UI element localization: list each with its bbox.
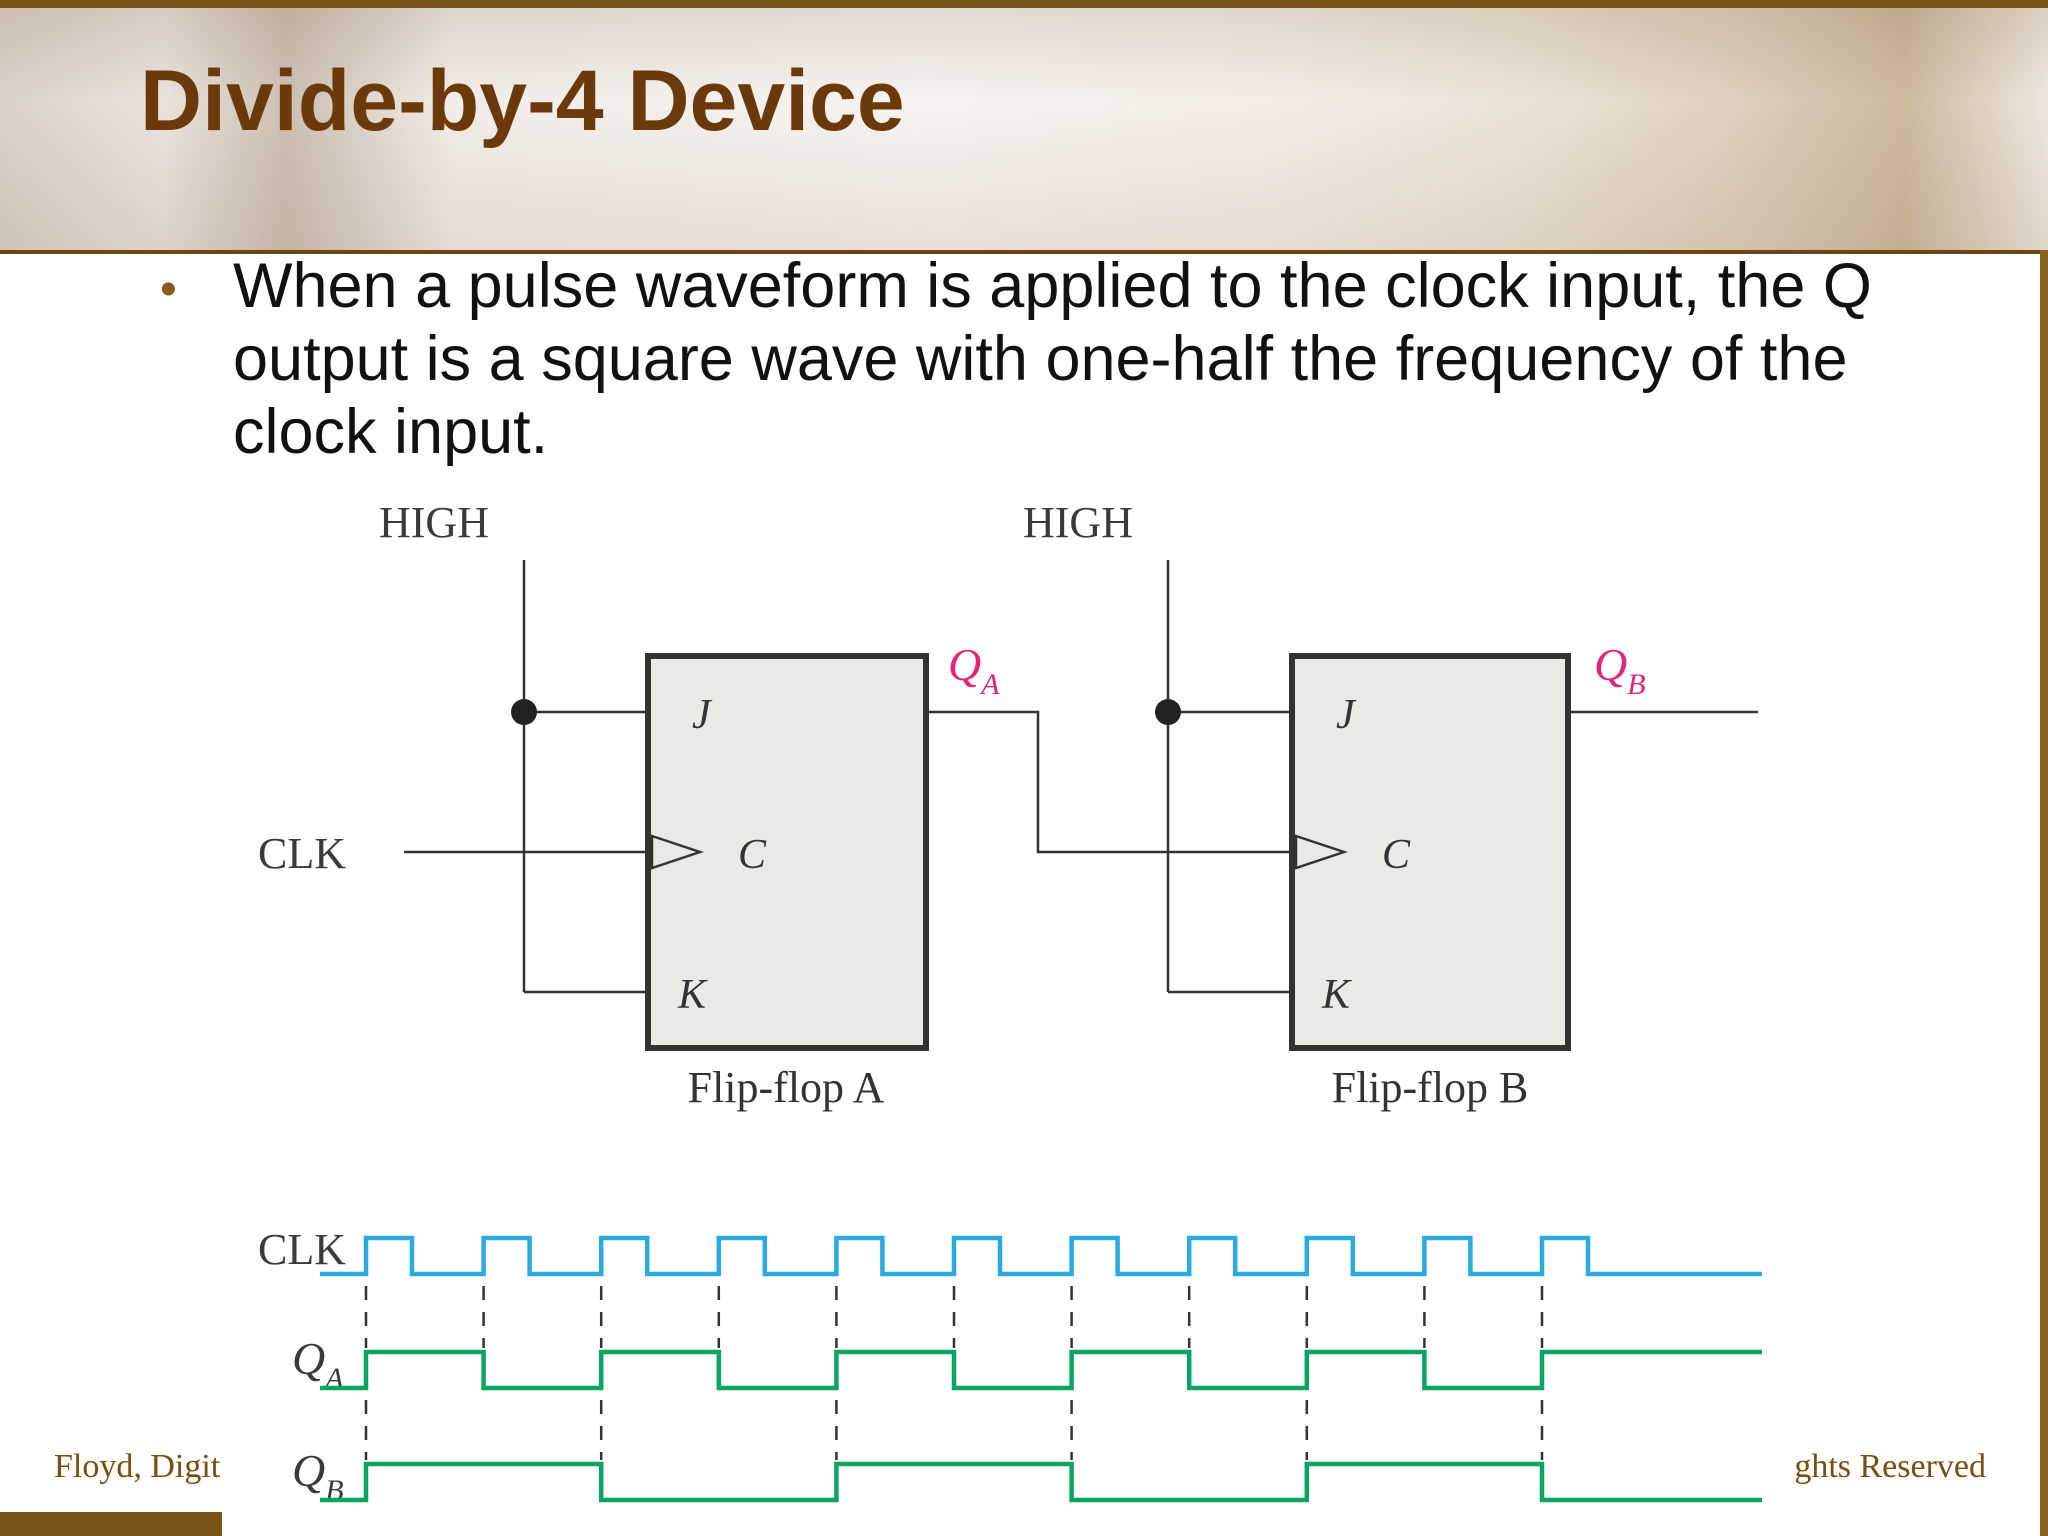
timing-clk-label: CLK [258,1225,346,1274]
output-qa-label: QA [948,639,1000,701]
timing-qb-label: QB [292,1445,344,1507]
flipflop-b-wiring [1166,560,1758,994]
output-qb-label: QB [1594,639,1646,701]
slide-title: Divide-by-4 Device [140,53,905,149]
junction-dot-a [511,699,537,725]
title-banner [0,0,2048,252]
timing-diagram: CLK QA QB [258,1225,1762,1507]
high-label-b: HIGH [1023,498,1133,547]
clk-input-label: CLK [258,829,346,878]
qb-waveform [320,1461,1762,1503]
clock-triangle-b [1294,834,1348,870]
ff-b-c-label: C [1382,832,1411,878]
timing-qa-label: QA [292,1333,344,1395]
divide-by-4-diagram: HIGH HIGH J C K Flip-flop A QA J C K Fli… [222,480,1794,1536]
ff-a-j-label: J [692,692,713,738]
banner-divider [0,250,2048,254]
footer-copyright: ghts Reserved [1794,1448,1986,1485]
bullet-marker: • [160,263,177,316]
ff-b-k-label: K [1321,972,1352,1018]
flipflop-b-name: Flip-flop B [1332,1063,1529,1112]
right-edge-rule [2040,250,2048,1536]
junction-dot-b [1155,699,1181,725]
qa-waveform [320,1349,1762,1391]
ff-b-j-label: J [1336,692,1357,738]
ff-a-c-label: C [738,832,767,878]
footer-accent-bar [0,1512,222,1536]
footer-citation: Floyd, Digit [54,1448,221,1485]
clk-waveform [320,1235,1762,1277]
bullet-text: When a pulse waveform is applied to the … [233,251,1872,467]
flipflop-a-name: Flip-flop A [688,1063,885,1112]
banner-shading [0,0,2048,252]
clock-triangle-a [650,834,704,870]
top-rule [0,0,2048,8]
flipflop-b-box [1289,653,1571,1051]
high-label-a: HIGH [379,498,489,547]
edge-markers [364,1286,1544,1460]
ff-a-k-label: K [677,972,708,1018]
